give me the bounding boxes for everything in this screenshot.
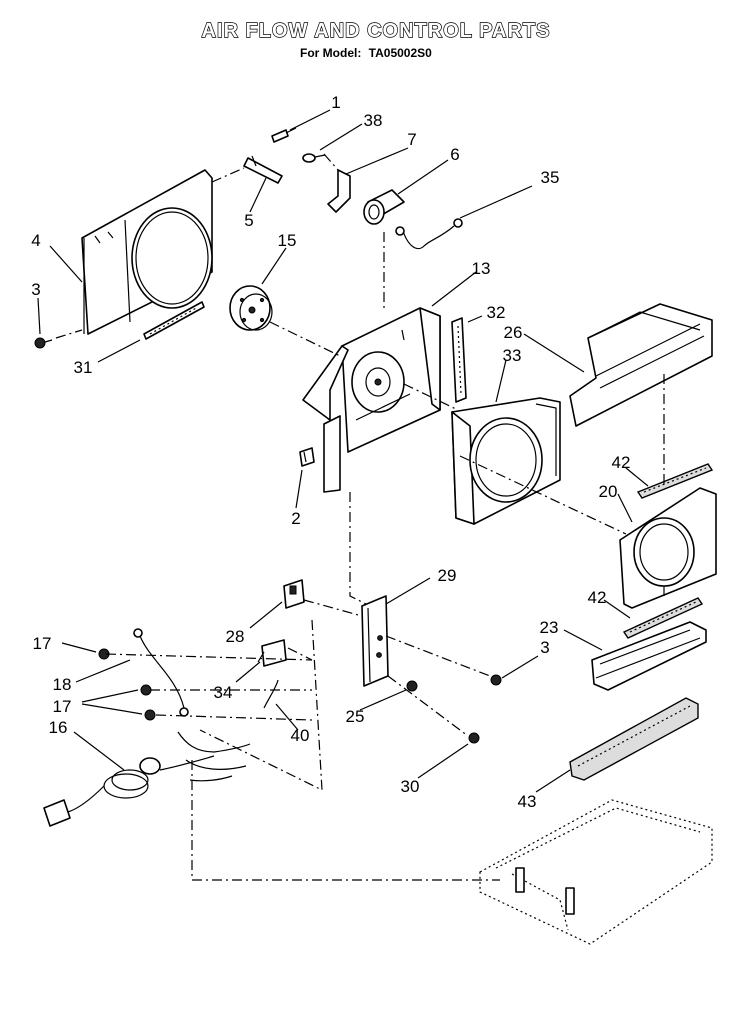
part-17-screws	[98, 648, 156, 721]
callout-23: 23	[540, 618, 559, 637]
part-32-strip	[451, 317, 467, 403]
callout-4: 4	[31, 231, 40, 250]
callout-2: 2	[291, 509, 300, 528]
part-29-bracket	[361, 595, 389, 687]
callout-15: 15	[278, 231, 297, 250]
part-7-bracket	[327, 169, 351, 213]
callout-17-bottom: 17	[53, 697, 72, 716]
callout-7: 7	[407, 130, 416, 149]
callout-17-top: 17	[33, 634, 52, 653]
callout-6: 6	[450, 145, 459, 164]
part-2-clip	[299, 447, 315, 467]
part-1-screw	[271, 127, 297, 143]
callout-28: 28	[226, 627, 245, 646]
callout-3-right: 3	[540, 638, 549, 657]
callout-42-upper: 42	[612, 453, 631, 472]
callout-33: 33	[503, 346, 522, 365]
part-31-strip	[143, 301, 205, 340]
part-20-orifice-panel	[619, 487, 717, 609]
callout-13: 13	[472, 259, 491, 278]
callout-35: 35	[541, 168, 560, 187]
part-34-connector	[257, 639, 287, 667]
model-prefix: For Model:	[300, 46, 361, 60]
callout-1: 1	[331, 93, 340, 112]
part-35-ground-wire	[395, 218, 463, 250]
callout-40: 40	[291, 726, 310, 745]
part-25-screw	[406, 680, 418, 692]
part-26-duct	[569, 303, 713, 427]
callout-25: 25	[346, 707, 365, 726]
part-18-ground-wire	[133, 628, 189, 717]
callout-31: 31	[74, 358, 93, 377]
callout-leaders	[37, 109, 649, 793]
part-3-screw-right	[490, 674, 502, 686]
part-5-bracket	[243, 155, 283, 184]
part-6-capacitor	[363, 189, 405, 225]
callout-42-lower: 42	[588, 588, 607, 607]
callout-18: 18	[53, 675, 72, 694]
part-40-wire	[263, 679, 279, 709]
base-pan	[479, 799, 713, 945]
part-33-scroll	[451, 397, 561, 525]
part-42-strip-upper	[636, 463, 714, 499]
callout-26: 26	[504, 323, 523, 342]
callout-29: 29	[438, 566, 457, 585]
assembly-lines	[55, 153, 665, 881]
callout-38: 38	[364, 111, 383, 130]
callout-30: 30	[401, 777, 420, 796]
callout-3-left: 3	[31, 280, 40, 299]
part-30-screw	[468, 732, 480, 744]
part-43-foam-block	[569, 697, 699, 781]
part-16-power-cord	[43, 731, 251, 827]
callout-32: 32	[487, 303, 506, 322]
part-3-screw-left	[34, 337, 53, 349]
svg-text:For Model: TA05002S0: For Model: TA05002S0	[300, 46, 432, 60]
callout-20: 20	[599, 482, 618, 501]
callout-16: 16	[49, 718, 68, 737]
part-38-screw	[302, 153, 326, 163]
callout-34: 34	[214, 683, 233, 702]
part-4-front-panel	[81, 169, 213, 335]
part-15-fan-hub	[229, 285, 273, 331]
part-28-switch	[283, 579, 305, 609]
callout-5: 5	[244, 211, 253, 230]
callout-43: 43	[518, 792, 537, 811]
diagram-title: AIR FLOW AND CONTROL PARTS	[202, 20, 551, 42]
callout-labels: 1 38 7 6 35 4 5 15 13 3 31 32 26 33 42 2…	[31, 93, 630, 811]
part-23-tray	[591, 621, 707, 691]
model-number: TA05002S0	[369, 46, 432, 60]
part-42-strip-lower	[622, 597, 704, 639]
part-13-partition	[302, 307, 441, 493]
